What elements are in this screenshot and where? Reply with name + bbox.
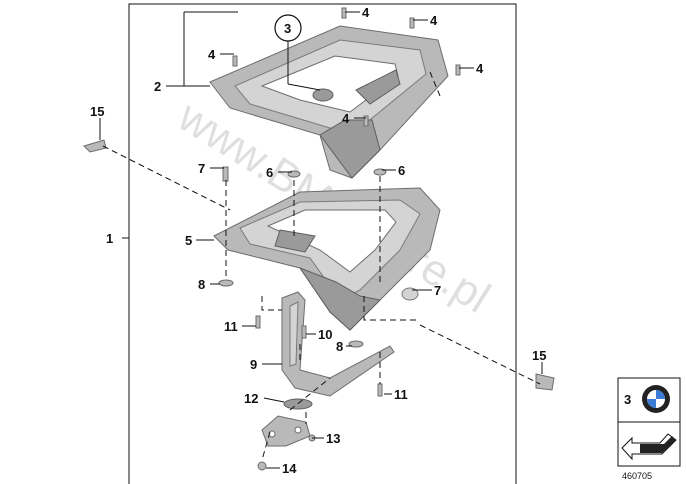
callout-4-right: 4 xyxy=(476,61,484,76)
callout-4-top-right: 4 xyxy=(430,13,438,28)
callout-9: 9 xyxy=(250,357,257,372)
callout-15-left: 15 xyxy=(90,104,104,119)
callout-6-left: 6 xyxy=(266,165,273,180)
callout-3-ring xyxy=(274,14,302,42)
callout-8-right: 8 xyxy=(336,339,343,354)
callout-6-right: 6 xyxy=(398,163,405,178)
callout-15-right: 15 xyxy=(532,348,546,363)
callout-13: 13 xyxy=(326,431,340,446)
callout-11-left: 11 xyxy=(224,319,238,334)
callout-8-left: 8 xyxy=(198,277,205,292)
legend-box: 3 460705 xyxy=(617,377,681,481)
bmw-logo-icon xyxy=(642,385,670,413)
callout-14: 14 xyxy=(282,461,297,476)
callout-12: 12 xyxy=(244,391,258,406)
callout-7-left: 7 xyxy=(198,161,205,176)
callout-7-right: 7 xyxy=(434,283,441,298)
frame-border xyxy=(128,3,517,484)
arrow-pointer-icon xyxy=(621,433,677,461)
callout-4-top-center: 4 xyxy=(362,5,370,20)
rubber-pad xyxy=(283,398,313,410)
lower-rack xyxy=(213,187,441,331)
top-rack xyxy=(209,25,449,179)
callout-3: 3 xyxy=(284,21,291,36)
leader-lines xyxy=(99,11,543,469)
callout-4-left: 4 xyxy=(208,47,216,62)
support-bracket xyxy=(281,291,395,397)
callout-10: 10 xyxy=(318,327,332,342)
reference-number: 460705 xyxy=(622,471,652,481)
mount-plate xyxy=(261,415,311,447)
callout-4-middle: 4 xyxy=(342,111,350,126)
legend-label: 3 xyxy=(624,392,631,407)
callout-1: 1 xyxy=(106,231,113,246)
callout-5: 5 xyxy=(185,233,192,248)
callout-2: 2 xyxy=(154,79,161,94)
callout-11-right: 11 xyxy=(394,387,408,402)
alignment-lines xyxy=(102,71,541,461)
